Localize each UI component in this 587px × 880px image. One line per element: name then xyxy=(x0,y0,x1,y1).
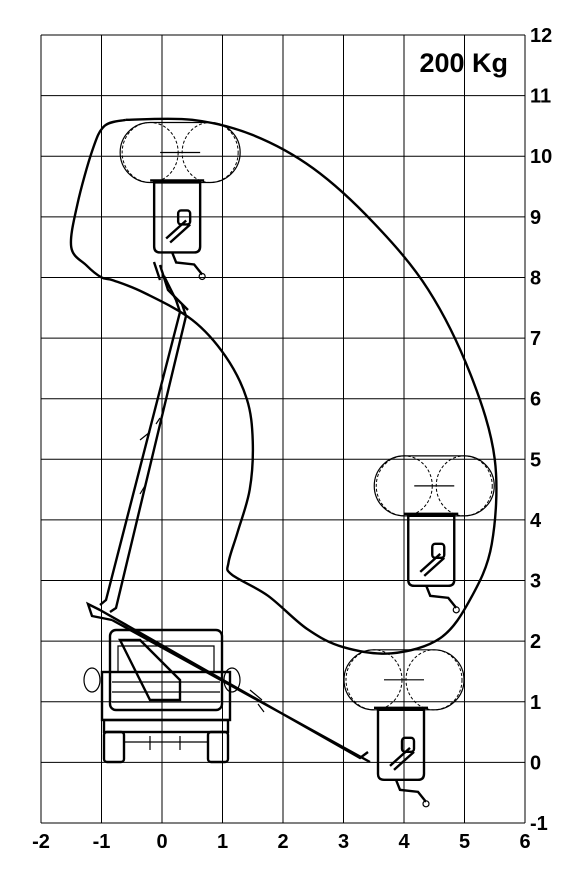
vehicle-axle xyxy=(124,736,208,750)
y-tick-label: 11 xyxy=(530,86,551,108)
wheel-left xyxy=(102,730,126,764)
platform-basket xyxy=(119,121,241,281)
boom-upper-position xyxy=(99,275,188,613)
platform-basket xyxy=(373,455,495,614)
x-tick-label: 2 xyxy=(277,831,288,853)
vehicle-grille xyxy=(112,681,220,703)
vehicle-body xyxy=(100,670,232,722)
x-tick-label: 3 xyxy=(338,831,349,853)
y-tick-label: 3 xyxy=(530,571,541,593)
wheel-right xyxy=(206,730,230,764)
y-tick-label: 2 xyxy=(530,631,541,653)
boom-jib-upper xyxy=(152,261,189,311)
working-envelope-outline xyxy=(69,117,498,655)
y-tick-label: 6 xyxy=(530,389,541,411)
y-tick-label: 5 xyxy=(530,449,541,471)
platform-baskets xyxy=(119,121,495,808)
boom-lower-position xyxy=(85,601,371,764)
x-tick-label: 0 xyxy=(156,831,167,853)
y-tick-label: 12 xyxy=(530,25,552,47)
vehicle-cab xyxy=(108,628,224,712)
y-tick-label: -1 xyxy=(530,813,548,835)
vehicle-rear-view xyxy=(83,628,241,764)
mirror-left xyxy=(83,667,101,693)
x-tick-label: 6 xyxy=(519,831,530,853)
turret xyxy=(118,638,182,702)
load-label: 200 Kg xyxy=(419,48,508,78)
y-tick-label: 9 xyxy=(530,207,541,229)
basket-pivot xyxy=(452,606,460,614)
y-tick-label: 4 xyxy=(530,510,542,532)
basket-mount xyxy=(425,585,458,609)
vehicle-bumper xyxy=(102,718,230,734)
platform-basket xyxy=(343,649,465,808)
x-tick-label: 4 xyxy=(398,831,410,853)
y-tick-label: 8 xyxy=(530,267,541,289)
basket-control-box xyxy=(176,209,192,226)
y-tick-label: 7 xyxy=(530,328,541,350)
x-tick-label: 5 xyxy=(459,831,470,853)
basket-mount xyxy=(171,252,204,276)
x-tick-label: -1 xyxy=(93,831,111,853)
y-tick-label: 0 xyxy=(530,752,541,774)
basket-body xyxy=(152,181,202,254)
basket-mount xyxy=(394,779,427,803)
basket-control-box xyxy=(400,736,416,754)
x-tick-label: -2 xyxy=(32,831,50,853)
y-tick-label: 1 xyxy=(530,692,541,714)
y-tick-label: 10 xyxy=(530,146,552,168)
basket-pivot xyxy=(198,272,206,281)
basket-body xyxy=(376,708,426,782)
x-tick-label: 1 xyxy=(217,831,228,853)
basket-body xyxy=(407,514,456,588)
boom-hinge-marks xyxy=(139,417,265,713)
basket-control-box xyxy=(431,542,446,560)
boom-arms xyxy=(85,261,371,764)
grid xyxy=(40,34,526,824)
basket-pivot xyxy=(422,800,430,808)
